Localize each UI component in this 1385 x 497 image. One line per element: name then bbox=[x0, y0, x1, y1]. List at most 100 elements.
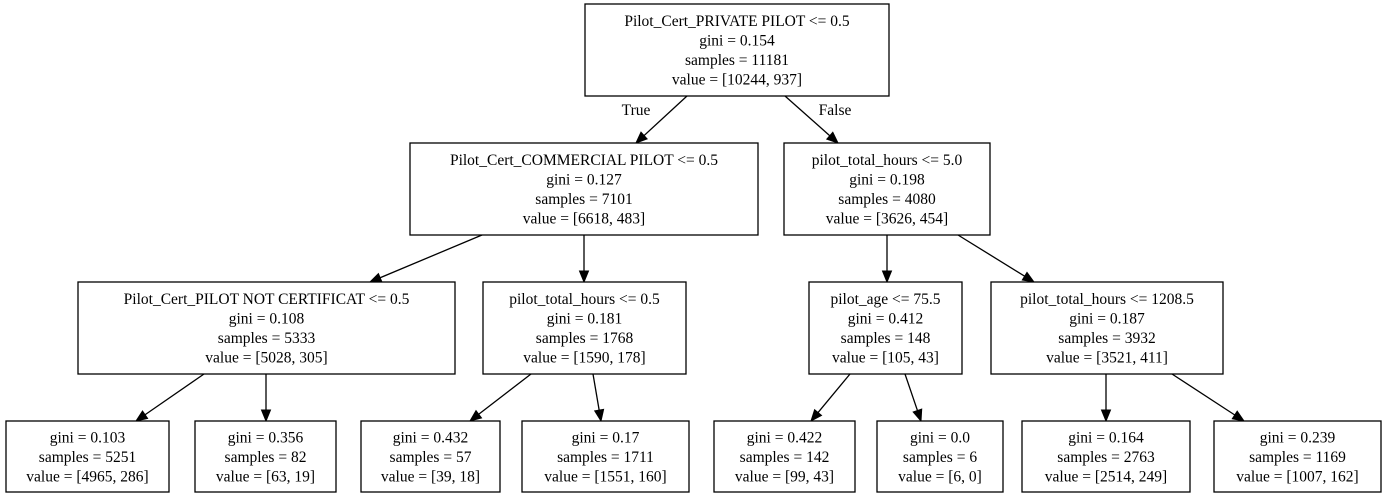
gini-text: gini = 0.187 bbox=[1069, 311, 1145, 328]
split-node-n2: pilot_total_hours <= 5.0 gini = 0.198 samp… bbox=[783, 142, 991, 236]
samples-text: samples = 1169 bbox=[1249, 449, 1346, 466]
samples-text: samples = 148 bbox=[841, 330, 931, 347]
samples-text: samples = 6 bbox=[903, 449, 977, 466]
node-box bbox=[77, 281, 456, 375]
arrowhead-icon bbox=[368, 272, 383, 283]
arrowhead-icon bbox=[593, 408, 605, 423]
edge-label-false: False bbox=[819, 102, 852, 119]
gini-text: gini = 0.356 bbox=[228, 429, 304, 446]
edge-line bbox=[957, 234, 1025, 277]
node-box bbox=[783, 142, 991, 236]
gini-text: gini = 0.412 bbox=[848, 311, 923, 328]
node-box bbox=[713, 420, 856, 493]
edge-line bbox=[1171, 373, 1236, 416]
edge-line bbox=[904, 373, 919, 411]
gini-text: gini = 0.0 bbox=[910, 429, 970, 446]
node-box bbox=[876, 420, 1004, 493]
value-text: value = [63, 19] bbox=[216, 468, 315, 485]
split-node-n0: Pilot_Cert_PRIVATE PILOT <= 0.5 gini = 0.… bbox=[584, 3, 890, 97]
arrowhead-icon bbox=[1231, 410, 1246, 422]
split-condition-text: pilot_total_hours <= 1208.5 bbox=[1020, 291, 1194, 308]
gini-text: gini = 0.154 bbox=[699, 33, 775, 50]
leaf-node-n8: gini = 0.356 samples = 82 value = [63, 19] bbox=[194, 420, 337, 493]
tree-edge-n4-n9 bbox=[468, 373, 532, 422]
tree-edges: True False bbox=[134, 95, 1246, 423]
samples-text: samples = 4080 bbox=[838, 191, 936, 208]
arrowhead-icon bbox=[1021, 271, 1036, 283]
value-text: value = [105, 43] bbox=[832, 350, 939, 367]
samples-text: samples = 1711 bbox=[557, 449, 654, 466]
value-text: value = [6618, 483] bbox=[523, 211, 645, 228]
gini-text: gini = 0.17 bbox=[572, 429, 640, 446]
tree-edge-n5-n12 bbox=[904, 373, 923, 423]
edge-line bbox=[784, 95, 831, 137]
samples-text: samples = 5333 bbox=[218, 330, 316, 347]
split-condition-text: pilot_total_hours <= 5.0 bbox=[812, 152, 963, 169]
node-box bbox=[409, 142, 759, 236]
value-text: value = [2514, 249] bbox=[1045, 468, 1167, 485]
tree-edge-n0-n1: True bbox=[622, 95, 688, 144]
arrowhead-icon bbox=[578, 270, 590, 284]
samples-text: samples = 3932 bbox=[1058, 330, 1155, 347]
tree-nodes: Pilot_Cert_PRIVATE PILOT <= 0.5 gini = 0.… bbox=[5, 3, 1382, 493]
arrowhead-icon bbox=[260, 409, 272, 423]
samples-text: samples = 82 bbox=[225, 449, 307, 466]
value-text: value = [1007, 162] bbox=[1236, 468, 1358, 485]
split-condition-text: Pilot_Cert_PRIVATE PILOT <= 0.5 bbox=[624, 13, 850, 30]
split-node-n3: Pilot_Cert_PILOT NOT CERTIFICAT <= 0.5gi… bbox=[77, 281, 456, 375]
value-text: value = [99, 43] bbox=[735, 468, 834, 485]
node-box bbox=[5, 420, 170, 493]
samples-text: samples = 7101 bbox=[535, 191, 632, 208]
arrowhead-icon bbox=[912, 408, 923, 423]
leaf-node-n11: gini = 0.422 samples = 142 value = [99, 43… bbox=[713, 420, 856, 493]
node-box bbox=[584, 3, 890, 97]
arrowhead-icon bbox=[134, 410, 149, 422]
samples-text: samples = 142 bbox=[740, 449, 830, 466]
samples-text: samples = 57 bbox=[390, 449, 472, 466]
value-text: value = [10244, 937] bbox=[672, 72, 802, 89]
arrowhead-icon bbox=[468, 409, 483, 422]
node-box bbox=[808, 281, 963, 375]
tree-edge-n1-n3 bbox=[368, 234, 483, 283]
arrowhead-icon bbox=[1100, 409, 1112, 423]
node-box bbox=[360, 420, 501, 493]
gini-text: gini = 0.422 bbox=[747, 429, 822, 446]
leaf-node-n14: gini = 0.239 samples = 1169 value = [1007,… bbox=[1213, 420, 1382, 493]
gini-text: gini = 0.198 bbox=[849, 172, 925, 189]
value-text: value = [1590, 178] bbox=[523, 350, 645, 367]
edge-line bbox=[478, 373, 532, 415]
tree-edge-n6-n13 bbox=[1100, 374, 1112, 423]
split-condition-text: Pilot_Cert_PILOT NOT CERTIFICAT <= 0.5 bbox=[124, 291, 410, 308]
split-condition-text: pilot_age <= 75.5 bbox=[830, 291, 940, 308]
arrowhead-icon bbox=[881, 270, 893, 284]
tree-edge-n2-n6 bbox=[957, 234, 1036, 283]
tree-edge-n0-n2: False bbox=[784, 95, 852, 144]
gini-text: gini = 0.103 bbox=[50, 429, 126, 446]
node-box bbox=[1213, 420, 1382, 493]
samples-text: samples = 1768 bbox=[536, 330, 634, 347]
node-box bbox=[1021, 420, 1191, 493]
value-text: value = [6, 0] bbox=[898, 468, 982, 485]
gini-text: gini = 0.239 bbox=[1260, 429, 1336, 446]
node-box bbox=[521, 420, 690, 493]
gini-text: gini = 0.432 bbox=[393, 429, 468, 446]
edge-line bbox=[379, 234, 483, 279]
tree-edge-n5-n11 bbox=[810, 373, 851, 423]
split-condition-text: pilot_total_hours <= 0.5 bbox=[509, 291, 660, 308]
edge-line bbox=[592, 373, 600, 411]
tree-edge-n3-n7 bbox=[134, 373, 205, 422]
split-node-n4: pilot_total_hours <= 0.5 gini = 0.181 samp… bbox=[482, 281, 687, 375]
edge-line bbox=[817, 373, 851, 413]
tree-edge-n1-n4 bbox=[578, 235, 590, 284]
gini-text: gini = 0.127 bbox=[546, 172, 622, 189]
gini-text: gini = 0.181 bbox=[547, 311, 622, 328]
value-text: value = [5028, 305] bbox=[205, 350, 327, 367]
samples-text: samples = 2763 bbox=[1057, 449, 1155, 466]
leaf-node-n12: gini = 0.0 samples = 6 value = [6, 0] bbox=[876, 420, 1004, 493]
tree-edge-n6-n14 bbox=[1171, 373, 1246, 422]
